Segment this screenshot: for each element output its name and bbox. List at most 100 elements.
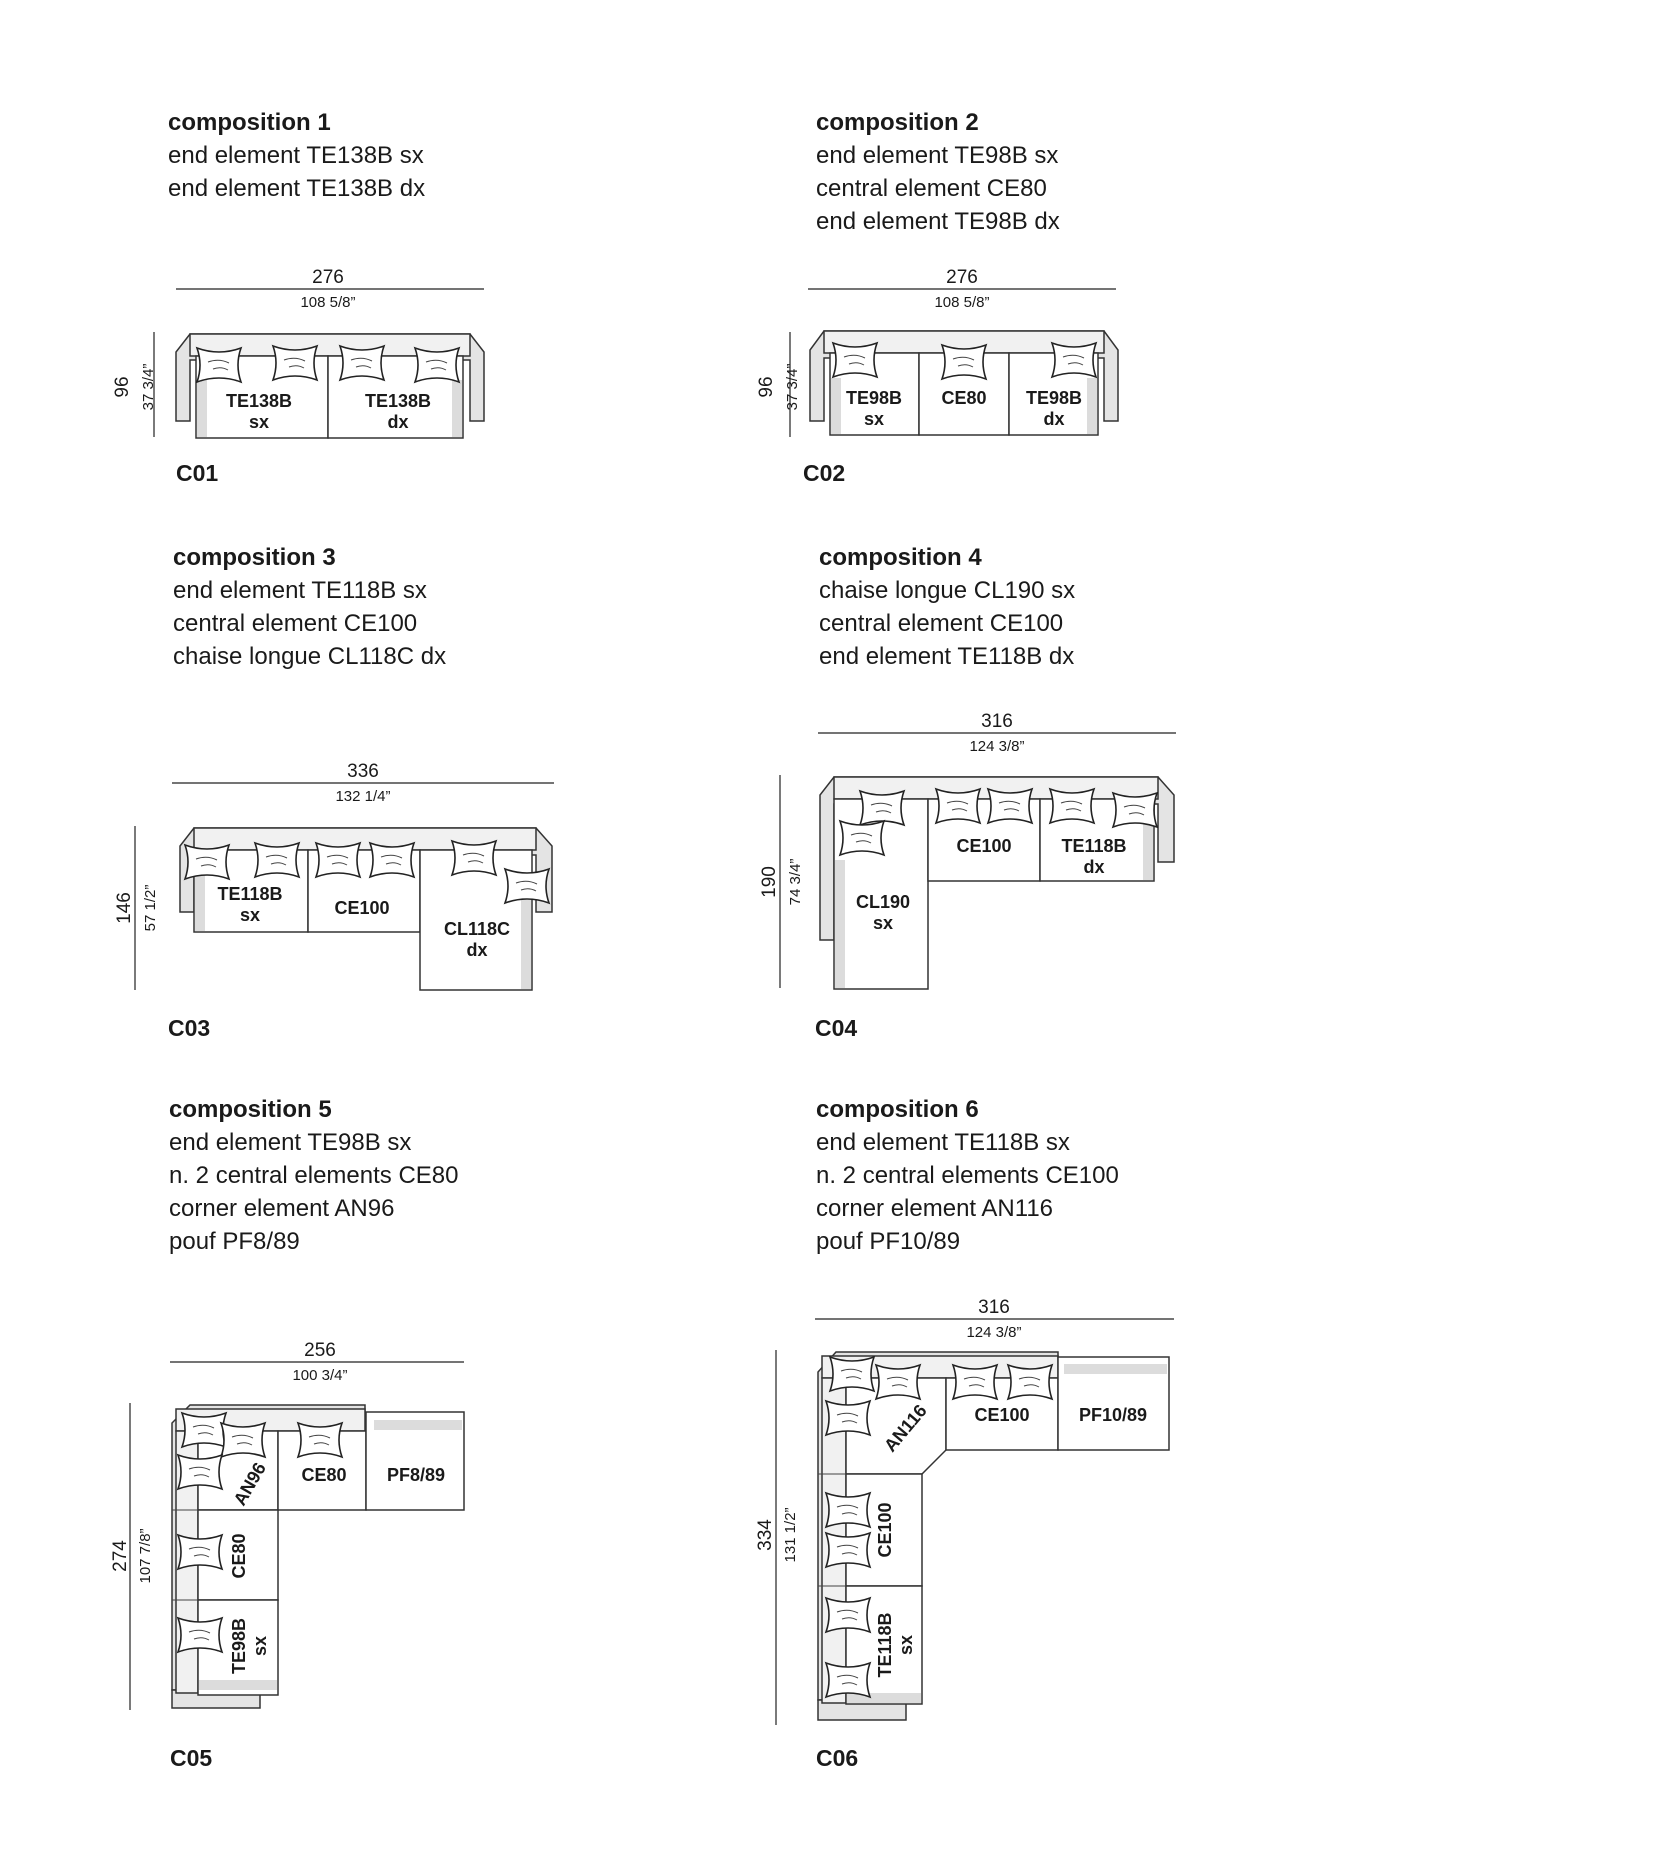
- cushion-icon: [184, 844, 230, 880]
- composition-5-plan: 256 100 3/4” 274 107 7/8” AN96 CE80 PF8/…: [110, 1340, 465, 1710]
- composition-line: end element TE98B sx: [169, 1129, 412, 1156]
- module-label: dx: [387, 412, 408, 432]
- module-label: CE80: [229, 1533, 249, 1578]
- cushion-icon: [832, 342, 878, 378]
- composition-line: n. 2 central elements CE100: [816, 1162, 1119, 1189]
- composition-title: composition 6: [816, 1096, 979, 1123]
- cushion-icon: [504, 868, 550, 904]
- depth-inches: 57 1/2”: [142, 885, 159, 932]
- composition-title: composition 1: [168, 109, 331, 136]
- width-inches: 100 3/4”: [292, 1367, 347, 1384]
- cushion-icon: [451, 840, 497, 876]
- cushion-icon: [1007, 1364, 1053, 1400]
- cushion-icon: [987, 788, 1033, 824]
- width-inches: 108 5/8”: [934, 294, 989, 311]
- depth-cm: 334: [755, 1519, 776, 1551]
- cushion-icon: [1049, 788, 1095, 824]
- module-ce100-vertical: [845, 1473, 923, 1587]
- module-label: TE118B: [875, 1612, 895, 1677]
- composition-line: chaise longue CL118C dx: [173, 643, 447, 670]
- composition-3-plan: 336 132 1/4” 146 57 1/2” TE118B sx CE100…: [114, 761, 554, 991]
- module-label: TE118B: [217, 884, 282, 904]
- cushion-icon: [177, 1454, 223, 1490]
- cushion-icon: [825, 1400, 871, 1436]
- cushion-icon: [254, 842, 300, 878]
- depth-inches: 37 3/4”: [140, 364, 157, 411]
- composition-line: end element TE138B dx: [168, 175, 426, 202]
- cushion-icon: [875, 1364, 921, 1400]
- width-inches: 132 1/4”: [335, 788, 390, 805]
- module-label: sx: [240, 905, 260, 925]
- composition-line: end element TE118B sx: [173, 577, 427, 604]
- module-label: TE118B: [1061, 836, 1126, 856]
- composition-title: composition 3: [173, 544, 336, 571]
- depth-cm: 146: [114, 892, 135, 924]
- module-label: sx: [896, 1635, 916, 1655]
- composition-code: C02: [803, 460, 846, 486]
- cushion-icon: [196, 347, 242, 383]
- depth-inches: 107 7/8”: [137, 1528, 154, 1583]
- composition-line: end element TE118B dx: [819, 643, 1075, 670]
- depth-inches: 131 1/2”: [782, 1507, 799, 1562]
- cushion-icon: [315, 842, 361, 878]
- composition-2-plan: 276 108 5/8” 96 37 3/4” TE98B sx CE80 TE…: [756, 267, 1119, 437]
- composition-4-text: composition 4 chaise longue CL190 sx cen…: [819, 541, 1075, 673]
- module-label: TE98B: [1026, 388, 1082, 408]
- module-label: CL190: [856, 892, 910, 912]
- width-cm: 316: [978, 1297, 1010, 1318]
- depth-cm: 96: [756, 376, 777, 397]
- composition-1-text: composition 1 end element TE138B sx end …: [168, 106, 425, 205]
- composition-title: composition 4: [819, 544, 982, 571]
- width-inches: 124 3/8”: [969, 738, 1024, 755]
- cushion-icon: [825, 1492, 871, 1528]
- width-cm: 276: [946, 267, 978, 288]
- module-label: sx: [873, 913, 893, 933]
- module-label: dx: [466, 940, 487, 960]
- composition-6-plan: 316 124 3/8” 334 131 1/2” AN116 CE100 PF…: [755, 1297, 1174, 1725]
- composition-line: end element TE98B dx: [816, 208, 1060, 235]
- cushion-icon: [829, 1356, 875, 1392]
- cushion-icon: [952, 1364, 998, 1400]
- module-label: PF10/89: [1079, 1405, 1147, 1425]
- composition-line: pouf PF10/89: [816, 1228, 961, 1255]
- cushion-icon: [839, 820, 885, 856]
- module-label: dx: [1043, 409, 1064, 429]
- module-label: CE100: [334, 898, 389, 918]
- composition-code: C05: [170, 1745, 213, 1771]
- width-inches: 124 3/8”: [966, 1324, 1021, 1341]
- module-label: CE100: [956, 836, 1011, 856]
- composition-line: corner element AN116: [816, 1195, 1054, 1222]
- composition-line: end element TE98B sx: [816, 142, 1059, 169]
- module-label: dx: [1083, 857, 1104, 877]
- cushion-icon: [181, 1412, 227, 1448]
- composition-code: C01: [176, 460, 219, 486]
- composition-5-text: composition 5 end element TE98B sx n. 2 …: [169, 1093, 459, 1258]
- cushion-icon: [825, 1532, 871, 1568]
- depth-inches: 37 3/4”: [784, 364, 801, 411]
- cushion-icon: [272, 345, 318, 381]
- composition-line: central element CE100: [173, 610, 418, 637]
- module-label: CE100: [875, 1502, 895, 1557]
- composition-1-plan: 276 108 5/8” 96 37 3/4” TE138B sx TE138B…: [112, 267, 485, 439]
- module-label: TE98B: [229, 1618, 249, 1674]
- cushion-icon: [1051, 342, 1097, 378]
- composition-line: chaise longue CL190 sx: [819, 577, 1076, 604]
- module-label: PF8/89: [387, 1465, 445, 1485]
- cushion-icon: [859, 790, 905, 826]
- composition-line: end element TE118B sx: [816, 1129, 1070, 1156]
- module-label: sx: [250, 1636, 270, 1656]
- cushion-icon: [297, 1422, 343, 1458]
- composition-title: composition 2: [816, 109, 979, 136]
- cushion-icon: [1112, 792, 1158, 828]
- depth-cm: 96: [112, 376, 133, 397]
- composition-code: C03: [168, 1015, 211, 1041]
- cushion-icon: [220, 1422, 266, 1458]
- composition-4-plan: 316 124 3/8” 190 74 3/4” CL190 sx CE100 …: [759, 711, 1176, 990]
- cushion-icon: [177, 1617, 223, 1653]
- composition-line: end element TE138B sx: [168, 142, 424, 169]
- width-inches: 108 5/8”: [300, 294, 355, 311]
- width-cm: 316: [981, 711, 1013, 732]
- module-an116: [845, 1377, 947, 1475]
- composition-6-text: composition 6 end element TE118B sx n. 2…: [816, 1093, 1119, 1258]
